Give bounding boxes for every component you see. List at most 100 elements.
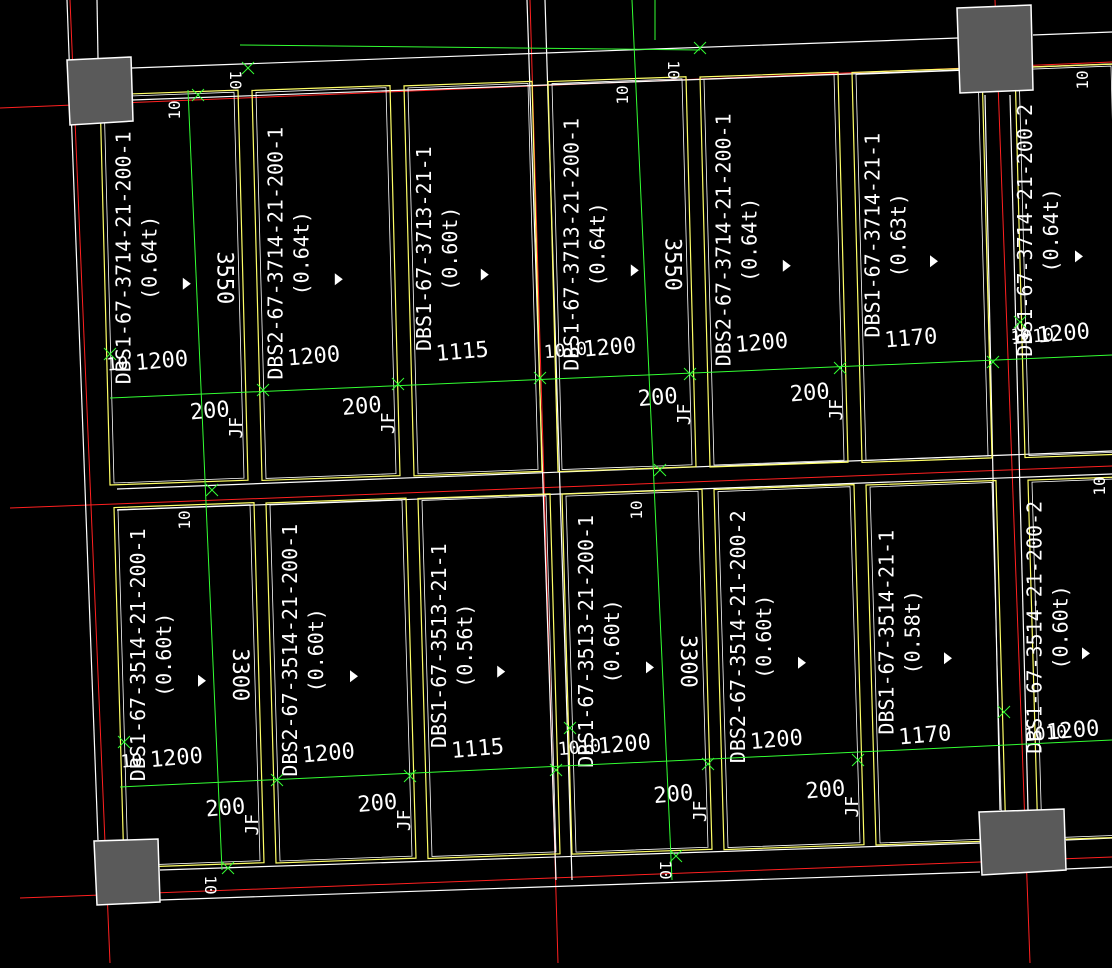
panel-label: DBS1-67-3714-21-200-1 <box>111 131 135 384</box>
panel-label: DBS1-67-3713-21-200-1 <box>559 118 583 371</box>
dimension-line <box>240 45 700 50</box>
beam-edge <box>97 0 98 58</box>
panel-gap-dim: 1010 <box>543 339 588 364</box>
panel-width: 1115 <box>450 734 505 764</box>
panel-label: DBS2-67-3514-21-200-2 <box>726 510 750 763</box>
beam-mark: 10 <box>1010 325 1029 344</box>
panel-weight: (0.60t) <box>304 608 328 692</box>
panel-label: DBS2-67-3714-21-200-1 <box>711 113 735 366</box>
panel-thickness: 200 <box>189 397 231 425</box>
direction-arrow <box>350 670 358 682</box>
beam-edge <box>160 872 980 900</box>
panel-thickness: 200 <box>205 794 247 822</box>
joint-mark: JF <box>394 809 415 831</box>
panel-weight: (0.63t) <box>887 193 911 277</box>
slab-panel-r1c3: DBS1-67-3713-21-1(0.60t) 1115 <box>404 81 542 475</box>
panel-gap-dim: 10 <box>106 353 129 376</box>
panel-weight: (0.60t) <box>438 207 462 291</box>
panel-weight: (0.64t) <box>737 198 761 282</box>
beam-edge <box>132 38 958 68</box>
beam-mark: 10 <box>201 875 220 894</box>
direction-arrow <box>335 273 343 285</box>
panel-weight: (0.56t) <box>453 604 477 688</box>
joint-mark: JF <box>826 399 847 421</box>
panel-weight: (0.64t) <box>137 216 161 300</box>
beam-edge <box>985 95 1000 810</box>
direction-arrow <box>783 260 791 272</box>
panel-width: 1200 <box>597 730 652 760</box>
panel-weight: (0.64t) <box>1039 188 1063 272</box>
panel-weight: (0.60t) <box>152 613 176 697</box>
panel-width: 1200 <box>134 347 189 377</box>
beam-mark: 10 <box>656 860 675 879</box>
panel-label: DBS2-67-3714-21-200-1 <box>263 127 287 380</box>
panel-label: DBS1-67-3514-21-200-1 <box>126 528 150 781</box>
panel-width: 1115 <box>435 337 490 367</box>
joint-mark: JF <box>674 404 695 426</box>
beam-mark: 10 <box>175 510 194 529</box>
panel-width: 1200 <box>749 726 804 756</box>
panel-thickness: 200 <box>341 393 383 421</box>
panel-thickness: 200 <box>653 781 695 809</box>
panel-label: DBS1-67-3513-21-1 <box>427 543 451 748</box>
direction-arrow <box>497 666 505 678</box>
panel-width: 1200 <box>149 744 204 774</box>
panel-weight: (0.58t) <box>901 590 925 674</box>
direction-arrow <box>631 264 639 276</box>
panel-thickness: 200 <box>805 776 847 804</box>
panel-weight: (0.60t) <box>1049 585 1073 669</box>
axis-line-v1 <box>70 0 110 963</box>
panel-gap-dim: 1010 <box>557 736 602 761</box>
column <box>979 809 1066 875</box>
slab-panel-r1c6: DBS1-67-3714-21-1(0.63t) 1170 <box>852 68 992 463</box>
beam-mark: 10 <box>165 100 184 119</box>
direction-arrow <box>1082 647 1090 659</box>
panel-width: 1200 <box>734 329 789 359</box>
slab-panel-r2c4: DBS1-67-3513-21-200-1(0.60t)120020033001… <box>557 489 712 854</box>
dimension-line <box>110 355 1112 398</box>
column <box>94 839 160 905</box>
panel-label: DBS1-67-3714-21-1 <box>861 133 885 338</box>
direction-arrow <box>930 255 938 267</box>
slab-panel-r2c3: DBS1-67-3513-21-1(0.56t) 1115 <box>418 494 560 859</box>
column <box>67 57 133 125</box>
beam-edge <box>1033 32 1112 35</box>
panel-width: 1170 <box>883 324 938 354</box>
panel-label: DBS1-67-3713-21-1 <box>412 146 436 351</box>
panel-weight: (0.60t) <box>752 595 776 679</box>
beam-edge <box>67 0 98 840</box>
joint-mark: JF <box>242 814 263 836</box>
panel-thickness: 200 <box>357 790 399 818</box>
panel-length-dim: 3300 <box>227 648 252 701</box>
joint-mark: JF <box>226 417 247 439</box>
direction-arrow <box>944 652 952 664</box>
direction-arrow <box>646 661 654 673</box>
panel-weight: (0.64t) <box>585 202 609 286</box>
direction-arrow <box>183 278 191 290</box>
panel-width: 1200 <box>301 739 356 769</box>
beam-mark: 10 <box>613 85 632 104</box>
beam-mark: 10 <box>627 500 646 519</box>
panel-thickness: 200 <box>637 384 679 412</box>
beam-mark: 10 <box>1090 476 1109 495</box>
panel-weight: (0.64t) <box>289 211 313 295</box>
panel-label: DBS2-67-3514-21-200-1 <box>278 524 302 777</box>
beam-edge <box>160 843 980 870</box>
panel-thickness: 200 <box>789 379 831 407</box>
panel-length-dim: 3550 <box>659 238 684 291</box>
direction-arrow <box>798 657 806 669</box>
direction-arrow <box>198 675 206 687</box>
panel-width: 1200 <box>582 333 637 363</box>
panel-length-dim: 3550 <box>211 251 236 304</box>
panel-gap-dim: 10 <box>120 750 143 773</box>
panel-label: DBS1-67-3513-21-200-1 <box>574 515 598 768</box>
